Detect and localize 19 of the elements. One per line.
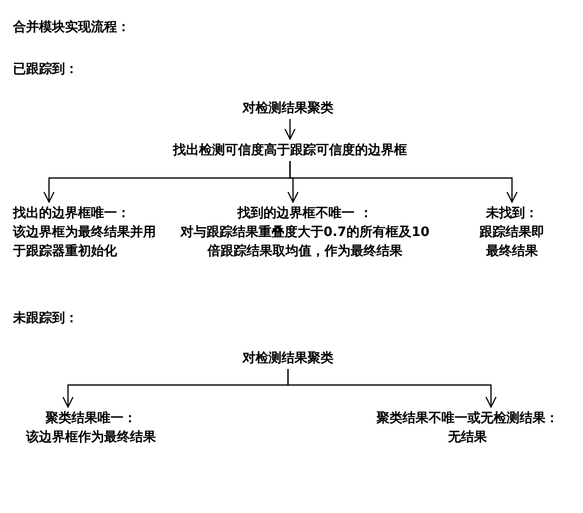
- arrow: [287, 369, 497, 408]
- step-title: 对检测结果聚类: [241, 100, 334, 118]
- step-title: 对检测结果聚类: [241, 350, 334, 368]
- step-description: 对与跟踪结果重叠度大于0.7的所有框及10倍跟踪结果取均值，作为最终结果: [180, 224, 430, 261]
- section-heading: 已跟踪到：: [13, 60, 78, 78]
- step-description: 该边界框作为最终结果: [24, 428, 157, 447]
- step-description: 无结果: [446, 429, 488, 447]
- step-title: 未找到：: [485, 205, 539, 223]
- section-heading: 未跟踪到：: [13, 310, 78, 327]
- step-title: 找到的边界框不唯一 ：: [236, 204, 374, 223]
- step-title: 找出的边界框唯一：: [13, 204, 131, 223]
- heading: 合并模块实现流程：: [13, 18, 130, 36]
- step-description: 跟踪结果即最终结果: [478, 224, 546, 261]
- step-title: 聚类结果唯一：: [44, 410, 138, 428]
- step-description: 该边界框为最终结果并用于跟踪器重初始化: [13, 224, 157, 261]
- step-title: 找出检测可信度高于跟踪可信度的边界框: [172, 142, 408, 160]
- arrow: [289, 161, 518, 203]
- step-title: 聚类结果不唯一或无检测结果：: [376, 410, 560, 428]
- arrow: [284, 119, 296, 140]
